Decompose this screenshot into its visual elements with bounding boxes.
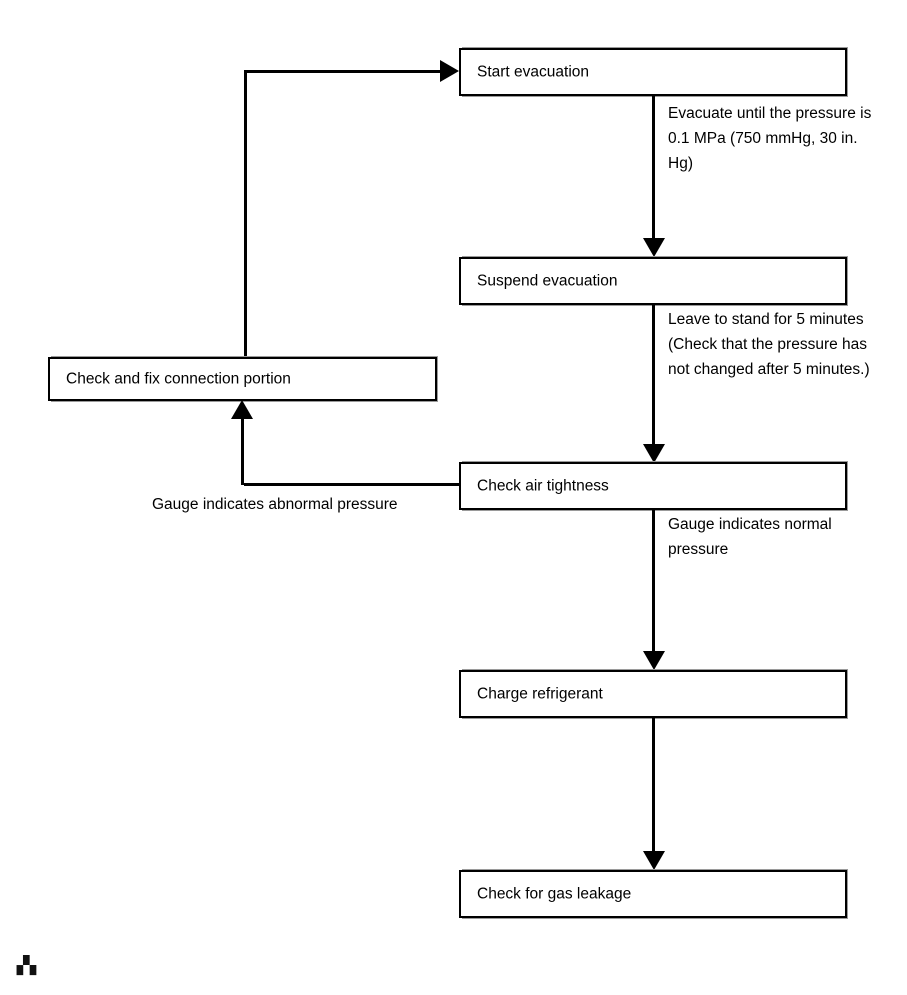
connector-air-tightness-to-charge [652, 510, 655, 652]
node-check-air-tightness-label: Check air tightness [477, 477, 609, 495]
arrowhead-into-charge-refrigerant [643, 651, 665, 670]
node-suspend-evacuation[interactable]: Suspend evacuation [459, 257, 847, 305]
annotation-evacuate-until: Evacuate until the pressure is 0.1 MPa (… [668, 105, 872, 172]
node-check-air-tightness[interactable]: Check air tightness [459, 462, 847, 510]
arrowhead-into-check-fix-connection [231, 400, 253, 419]
node-start-evacuation[interactable]: Start evacuation [459, 48, 847, 96]
connector-abnormal-riser [241, 418, 244, 485]
connector-loop-riser [244, 72, 247, 359]
node-charge-refrigerant-label: Charge refrigerant [477, 685, 603, 703]
node-suspend-evacuation-label: Suspend evacuation [477, 272, 618, 290]
connector-abnormal-horizontal [244, 483, 460, 486]
annotation-abnormal-pressure: Gauge indicates abnormal pressure [152, 496, 398, 513]
annotation-leave-to-stand: Leave to stand for 5 minutes (Check that… [668, 311, 870, 378]
arrowhead-into-check-air-tightness [643, 444, 665, 463]
page-corner-glyph-icon: ▗▚ [10, 956, 37, 976]
connector-start-to-suspend [652, 96, 655, 239]
connector-loop-top [244, 70, 440, 73]
node-check-gas-leakage[interactable]: Check for gas leakage [459, 870, 847, 918]
connector-suspend-to-air-tightness [652, 305, 655, 445]
arrowhead-into-check-gas-leakage [643, 851, 665, 870]
node-check-fix-connection[interactable]: Check and fix connection portion [48, 357, 437, 401]
connector-charge-to-gas-leakage [652, 718, 655, 852]
arrowhead-into-start-evacuation [440, 60, 459, 82]
annotation-normal-pressure: Gauge indicates normal pressure [668, 516, 832, 558]
node-charge-refrigerant[interactable]: Charge refrigerant [459, 670, 847, 718]
arrowhead-into-suspend-evacuation [643, 238, 665, 257]
node-check-gas-leakage-label: Check for gas leakage [477, 885, 632, 903]
node-check-fix-connection-label: Check and fix connection portion [66, 370, 291, 388]
node-start-evacuation-label: Start evacuation [477, 63, 590, 81]
